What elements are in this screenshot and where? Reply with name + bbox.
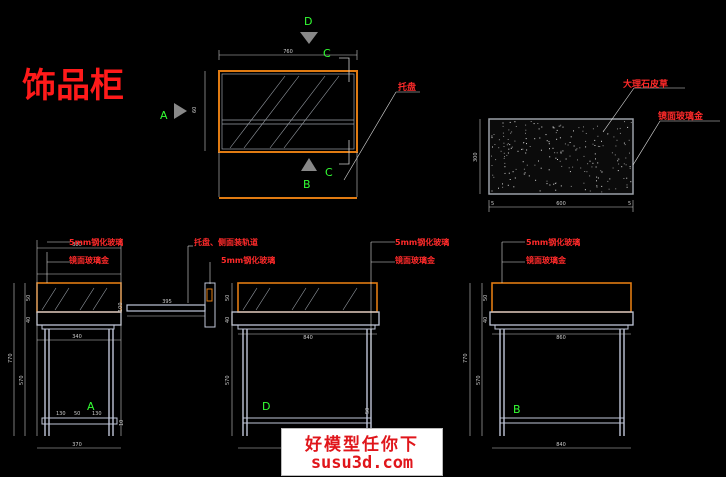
dim-d-glass: 50 xyxy=(225,295,231,301)
dim-a-top: 380 xyxy=(72,242,82,248)
dim-a-total: 770 xyxy=(8,353,14,363)
view-arrow-d-icon xyxy=(300,32,318,44)
view-label-b: B xyxy=(303,178,311,191)
note-mirror-glass: 镜面玻璃金 xyxy=(658,110,704,122)
dim-plan-width: 760 xyxy=(283,49,293,55)
dim-a-leg-b: 50 xyxy=(74,411,80,417)
dim-b-top: 860 xyxy=(556,335,566,341)
section-c-bottom: C xyxy=(325,166,333,179)
view-label-b-elev: B xyxy=(513,403,521,416)
note-tray-tempered: 5mm钢化玻璃 xyxy=(221,255,275,265)
dim-marble-left: 5 xyxy=(491,201,494,207)
dim-marble-width: 600 xyxy=(556,201,566,207)
elevation-b: 860 840 770 570 50 40 B 5mm钢化玻璃 镜面玻璃金 xyxy=(463,237,634,449)
dim-d-leg: 570 xyxy=(225,375,231,385)
dim-b-glass: 50 xyxy=(483,295,489,301)
dim-b-bottom: 840 xyxy=(556,442,566,448)
dim-a-leg-c: 130 xyxy=(92,411,102,417)
dim-a-leg-a: 130 xyxy=(56,411,66,417)
marble-detail: 600 5 5 300 大理石皮草 镜面玻璃金 xyxy=(473,78,720,212)
note-a-mirror: 镜面玻璃金 xyxy=(69,255,110,265)
note-d-tempered: 5mm钢化玻璃 xyxy=(395,237,449,247)
section-c-top: C xyxy=(323,47,331,60)
view-label-a-elev: A xyxy=(87,400,95,413)
dim-b-frame: 40 xyxy=(483,317,489,323)
dim-a-glass: 50 xyxy=(26,295,32,301)
drawing-title: 饰品柜 xyxy=(22,66,124,106)
view-arrow-b-icon xyxy=(301,158,317,171)
note-d-mirror: 镜面玻璃金 xyxy=(395,255,436,265)
dim-b-total: 770 xyxy=(463,353,469,363)
elevation-d: 840 840 50 40 570 50 D 5mm钢化玻璃 镜面玻璃金 xyxy=(225,237,449,449)
note-b-tempered: 5mm钢化玻璃 xyxy=(526,237,580,247)
view-label-d-elev: D xyxy=(262,400,270,413)
dim-tray-length: 395 xyxy=(162,299,172,305)
watermark: 好模型任你下 susu3d.com xyxy=(281,428,443,476)
note-a-tempered: 5mm钢化玻璃 xyxy=(69,237,123,247)
dim-a-leg: 570 xyxy=(19,375,25,385)
dim-b-leg: 570 xyxy=(476,375,482,385)
view-arrow-a-icon xyxy=(174,103,187,119)
plan-view: 760 60 C C D A B 托盘 xyxy=(160,15,420,199)
watermark-line2: susu3d.com xyxy=(310,453,414,473)
view-label-d: D xyxy=(304,15,312,28)
dim-plan-depth: 60 xyxy=(192,107,198,113)
dim-marble-height: 300 xyxy=(473,152,479,162)
dim-d-frame: 40 xyxy=(225,317,231,323)
note-b-mirror: 镜面玻璃金 xyxy=(526,255,567,265)
note-tray-rail: 托盘、侧面装轨道 xyxy=(194,237,258,247)
note-marble: 大理石皮草 xyxy=(623,78,668,90)
dim-d-mid: 840 xyxy=(303,335,313,341)
view-label-a: A xyxy=(160,109,168,122)
dim-marble-right: 5 xyxy=(628,201,631,207)
dim-a-bottom: 370 xyxy=(72,442,82,448)
dim-a-mid: 340 xyxy=(72,334,82,340)
dim-tray-height: 100 xyxy=(118,302,124,312)
tray-detail: 395 100 托盘、侧面装轨道 5mm钢化玻璃 xyxy=(118,237,275,328)
dim-a-foot: 10 xyxy=(119,420,125,426)
note-tray: 托盘 xyxy=(398,81,416,93)
watermark-line1: 好模型任你下 xyxy=(305,435,419,455)
elevation-a: 380 340 370 770 570 50 40 130 50 130 10 … xyxy=(8,237,125,449)
dim-d-small: 50 xyxy=(365,408,371,414)
dim-a-frame: 40 xyxy=(26,317,32,323)
